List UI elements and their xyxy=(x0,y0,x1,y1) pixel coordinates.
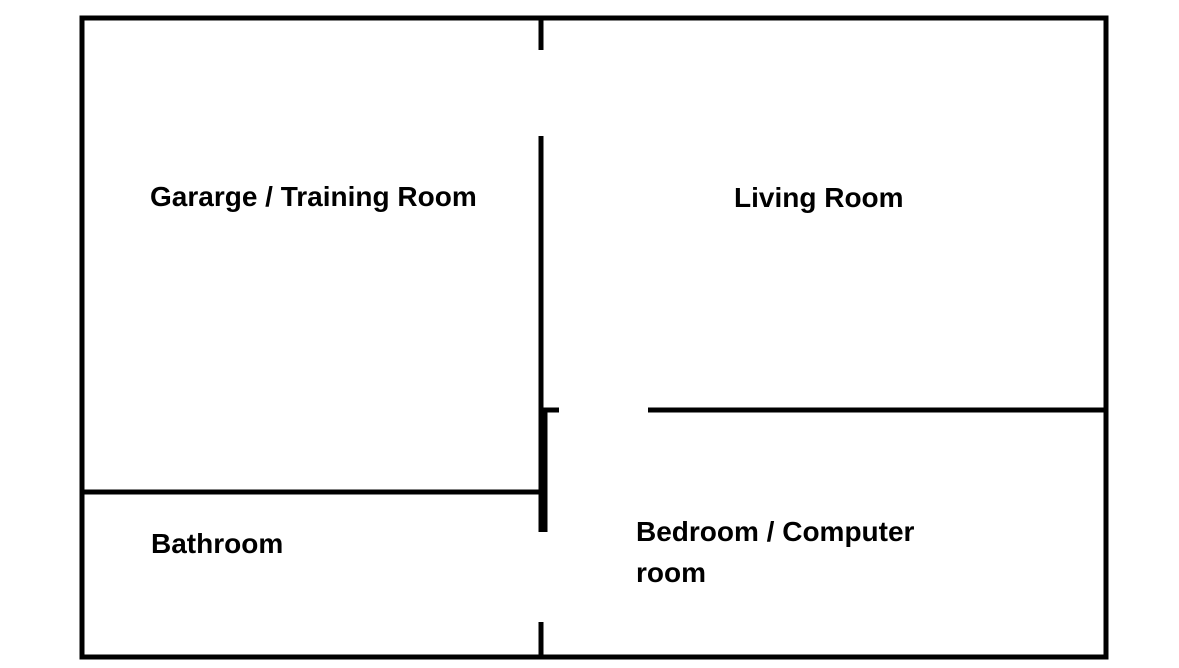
room-label-bedroom-line2: room xyxy=(636,557,706,588)
outer-wall xyxy=(79,15,1109,660)
room-label-bathroom: Bathroom xyxy=(151,528,283,559)
room-label-garage: Gararge / Training Room xyxy=(150,181,477,212)
room-label-living-room: Living Room xyxy=(734,182,904,213)
room-label-bedroom-line1: Bedroom / Computer xyxy=(636,516,915,547)
